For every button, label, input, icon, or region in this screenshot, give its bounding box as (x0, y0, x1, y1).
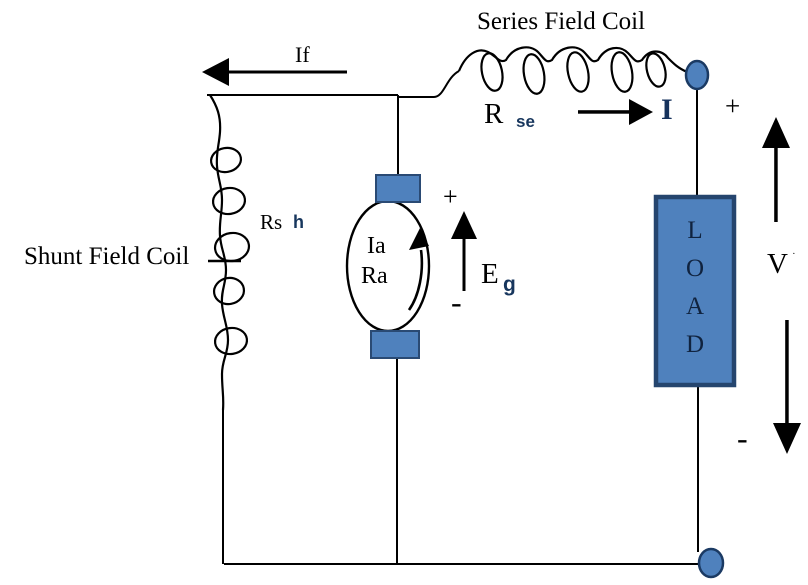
emf-label: E (481, 258, 499, 290)
shunt-field-coil (209, 94, 251, 411)
load-letter: D (685, 331, 705, 358)
v-up-arrow-shaft (774, 146, 778, 222)
series-coil-loop (610, 51, 634, 93)
load-letter: A (685, 293, 705, 320)
shunt-coil-spine (209, 94, 230, 411)
shunt-coil-loop (211, 186, 247, 216)
load-box (653, 194, 737, 388)
series-coil-spine (457, 46, 688, 74)
series-field-coil (457, 46, 688, 95)
eg-arrow-shaft (462, 237, 466, 291)
armature-rotation-arrowhead (409, 228, 429, 250)
series-coil-lead (398, 70, 460, 98)
line-current-label: I (661, 93, 673, 126)
series-coil-loop (522, 53, 546, 95)
terminal-voltage-label: V (767, 248, 788, 280)
series-resistance-subscript: se (516, 112, 535, 131)
if-arrow-shaft (228, 70, 347, 74)
shunt-resistance-label: Rs (260, 210, 283, 234)
terminal-top (684, 59, 710, 91)
output-minus-sign: - (737, 420, 748, 456)
field-current-label: If (295, 42, 310, 67)
load-letter: L (687, 217, 703, 244)
emf-minus-sign: - (451, 284, 462, 320)
series-field-coil-title: Series Field Coil (477, 8, 646, 35)
armature-circle (345, 199, 431, 333)
shunt-coil-loop (209, 146, 243, 174)
load-text: L O A D (656, 197, 734, 385)
series-coil-loop (480, 52, 504, 92)
eg-arrow-head (451, 211, 477, 239)
shunt-resistance-subscript: h (293, 212, 304, 232)
arrows (202, 58, 801, 454)
shunt-coil-loop (213, 326, 249, 356)
v-up-arrow-head (762, 117, 790, 148)
series-resistance-label: R (484, 98, 504, 130)
armature-resistance-label: Ra (361, 263, 388, 289)
i-arrow-shaft (578, 110, 631, 114)
emf-subscript: g (503, 273, 516, 296)
wires (207, 70, 705, 565)
if-arrow-head (202, 58, 229, 86)
output-plus-sign: + (725, 91, 741, 121)
i-arrow-head (629, 99, 653, 125)
series-coil-loop (645, 52, 667, 88)
load-letter: O (685, 255, 705, 282)
v-down-arrow-shaft (785, 320, 789, 424)
v-down-arrow-head (773, 423, 801, 454)
armature-rotation-arrow (407, 249, 424, 311)
series-coil-loop (566, 51, 590, 93)
shunt-coil-loop (212, 276, 246, 306)
armature-current-label: Ia (367, 233, 386, 259)
brush-bottom (370, 330, 420, 359)
shunt-coil-loop (213, 231, 251, 263)
voltage-mark: · (792, 248, 796, 260)
emf-plus-sign: + (443, 182, 458, 211)
shunt-field-coil-label: Shunt Field Coil (24, 243, 190, 270)
brush-top (375, 174, 421, 203)
terminal-bottom (697, 547, 725, 579)
